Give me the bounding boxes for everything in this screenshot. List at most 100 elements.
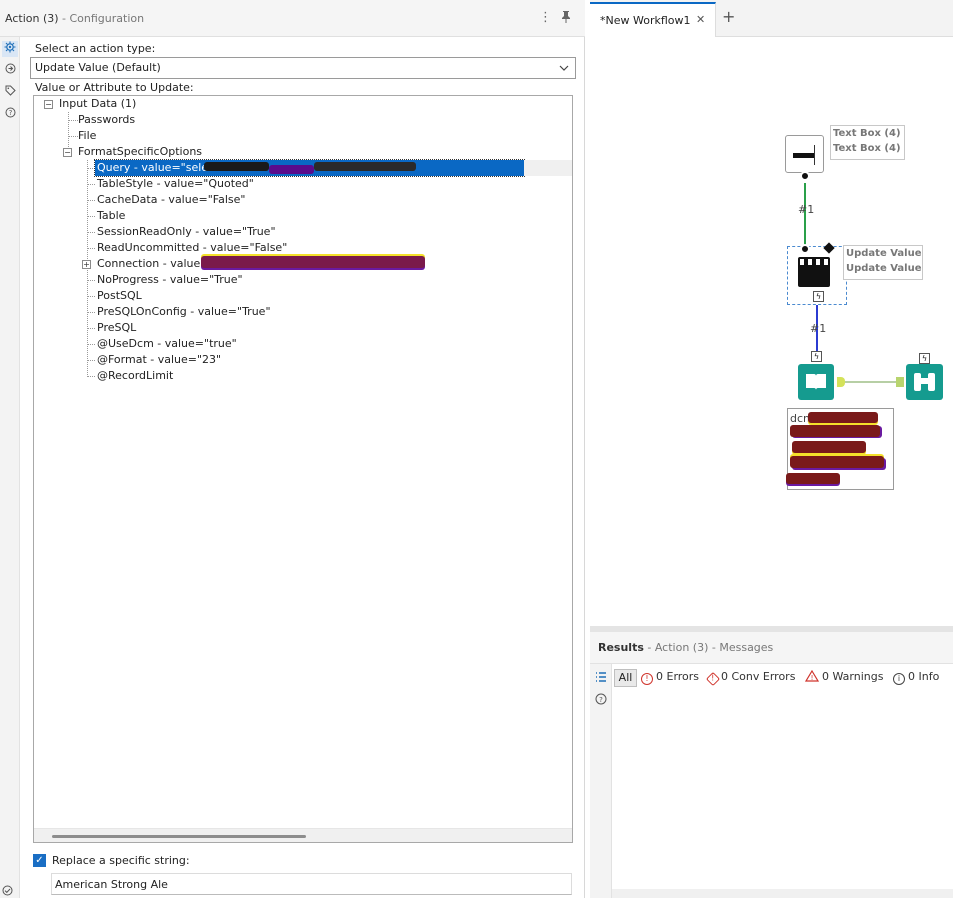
filter-info-label: 0 Info bbox=[908, 670, 940, 683]
filter-conv-errors-button[interactable]: !0 Conv Errors bbox=[705, 670, 795, 687]
input-anchor[interactable] bbox=[896, 377, 904, 387]
results-title-strong: Results bbox=[598, 641, 644, 654]
tree-line bbox=[87, 296, 95, 297]
replace-string-label: Replace a specific string: bbox=[52, 854, 190, 867]
results-header: Results - Action (3) - Messages bbox=[590, 632, 953, 664]
browse-tool[interactable] bbox=[906, 364, 943, 400]
tree-node-query-label: Query - value="selec bbox=[97, 161, 215, 174]
redaction-mark bbox=[204, 162, 269, 171]
filter-errors-button[interactable]: !0 Errors bbox=[641, 670, 699, 685]
tree-node-usedcm[interactable]: @UseDcm - value="true" bbox=[97, 337, 237, 350]
tree-node-format[interactable]: @Format - value="23" bbox=[97, 353, 222, 366]
tree-line bbox=[87, 376, 95, 377]
results-horizontal-scrollbar[interactable] bbox=[612, 889, 953, 898]
tree-node-passwords[interactable]: Passwords bbox=[78, 113, 136, 126]
tree-line bbox=[87, 168, 95, 169]
svg-text:?: ? bbox=[8, 109, 12, 117]
tree-node-tablestyle[interactable]: TableStyle - value="Quoted" bbox=[97, 177, 254, 190]
tree-node-cachedata[interactable]: CacheData - value="False" bbox=[97, 193, 246, 206]
panel-title: Action (3) - Configuration bbox=[5, 12, 144, 25]
gear-icon[interactable] bbox=[2, 41, 18, 57]
results-message-list[interactable] bbox=[612, 692, 953, 898]
lightning-anchor-icon[interactable]: ϟ bbox=[919, 353, 930, 364]
tree-line bbox=[87, 312, 95, 313]
collapse-toggle[interactable]: − bbox=[63, 148, 72, 157]
input-data-tool[interactable] bbox=[798, 364, 834, 400]
tree-line bbox=[87, 200, 95, 201]
results-filter-bar: All !0 Errors !0 Conv Errors !0 Warnings… bbox=[612, 666, 953, 690]
update-value-annotation: Update Value Update Value bbox=[843, 245, 923, 280]
navigate-icon[interactable] bbox=[2, 63, 18, 79]
action-type-label: Select an action type: bbox=[35, 42, 156, 55]
tree-node-sessionreadonly[interactable]: SessionReadOnly - value="True" bbox=[97, 225, 276, 238]
configuration-panel: Action (3) - Configuration ⋮ ? Select an… bbox=[0, 0, 585, 898]
redaction-mark bbox=[790, 456, 884, 468]
tree-line bbox=[87, 248, 95, 249]
tree-node-file[interactable]: File bbox=[78, 129, 97, 142]
redaction-mark bbox=[786, 473, 840, 484]
binoculars-icon bbox=[914, 373, 935, 391]
action-type-value: Update Value (Default) bbox=[35, 61, 161, 74]
comment-box[interactable]: dcm bbox=[786, 408, 894, 490]
help-icon[interactable]: ? bbox=[2, 107, 18, 123]
redaction-mark bbox=[269, 165, 314, 174]
tab-label: *New Workflow1 bbox=[600, 14, 691, 27]
scrollbar-thumb[interactable] bbox=[52, 835, 306, 838]
more-options-icon[interactable]: ⋮ bbox=[539, 10, 552, 25]
output-anchor[interactable] bbox=[837, 377, 845, 387]
tree-node-format-specific-options[interactable]: FormatSpecificOptions bbox=[78, 145, 203, 158]
clapperboard-icon bbox=[798, 257, 830, 287]
value-attribute-tree[interactable]: − − + Input Data (1) Passwords File Form… bbox=[33, 95, 573, 843]
tree-node-presqlonconfig[interactable]: PreSQLOnConfig - value="True" bbox=[97, 305, 271, 318]
lightning-anchor-icon[interactable]: ϟ bbox=[813, 291, 824, 302]
cursor-icon bbox=[814, 145, 815, 165]
tree-node-recordlimit[interactable]: @RecordLimit bbox=[97, 369, 174, 382]
annotation-line: Text Box (4) bbox=[833, 128, 901, 139]
action-type-select[interactable]: Update Value (Default) bbox=[30, 57, 576, 79]
collapse-toggle[interactable]: − bbox=[44, 100, 53, 109]
panel-title-sub: - Configuration bbox=[58, 12, 145, 25]
filter-all-button[interactable]: All bbox=[614, 669, 637, 687]
warning-icon: ! bbox=[804, 669, 820, 685]
close-icon[interactable]: ✕ bbox=[696, 13, 706, 26]
expand-toggle[interactable]: + bbox=[82, 260, 91, 269]
results-splitter[interactable] bbox=[590, 626, 953, 632]
pin-icon[interactable] bbox=[560, 10, 572, 28]
filter-warnings-button[interactable]: !0 Warnings bbox=[804, 669, 883, 685]
results-side-strip: ? bbox=[590, 664, 612, 898]
lightning-anchor-icon[interactable]: ϟ bbox=[811, 351, 822, 362]
output-anchor[interactable] bbox=[800, 171, 810, 181]
action-tool-selection[interactable]: ϟ bbox=[787, 242, 847, 305]
tree-node-table[interactable]: Table bbox=[97, 209, 126, 222]
tree-node-presql[interactable]: PreSQL bbox=[97, 321, 137, 334]
tree-node-postsql[interactable]: PostSQL bbox=[97, 289, 142, 302]
list-icon[interactable] bbox=[593, 670, 609, 684]
annotation-line: Update Value bbox=[846, 248, 922, 259]
configuration-header: Action (3) - Configuration ⋮ bbox=[0, 0, 585, 37]
workflow-canvas[interactable]: Text Box (4) Text Box (4) #1 ϟ Update Va… bbox=[590, 38, 953, 626]
comment-text: dcm bbox=[790, 412, 814, 425]
tree-node-noprogress[interactable]: NoProgress - value="True" bbox=[97, 273, 243, 286]
redaction-mark bbox=[808, 412, 878, 423]
tree-line bbox=[87, 360, 95, 361]
add-tab-button[interactable]: + bbox=[722, 7, 736, 26]
tree-node-readuncommitted[interactable]: ReadUncommitted - value="False" bbox=[97, 241, 288, 254]
redaction-mark bbox=[314, 162, 416, 171]
tree-horizontal-scrollbar[interactable] bbox=[34, 828, 572, 842]
tree-line bbox=[87, 328, 95, 329]
tree-line bbox=[87, 216, 95, 217]
text-box-tool[interactable] bbox=[785, 135, 824, 173]
tag-icon[interactable] bbox=[2, 85, 18, 101]
replace-string-checkbox[interactable]: ✓ bbox=[33, 854, 46, 867]
tree-node-input-data[interactable]: Input Data (1) bbox=[59, 97, 137, 110]
tree-line bbox=[87, 184, 95, 185]
tab-new-workflow[interactable]: *New Workflow1 ✕ bbox=[590, 2, 716, 37]
input-anchor[interactable] bbox=[800, 244, 810, 254]
tree-node-connection[interactable]: Connection - value= bbox=[97, 257, 210, 270]
tree-line bbox=[87, 344, 95, 345]
error-icon: ! bbox=[641, 673, 653, 685]
replace-string-input[interactable] bbox=[51, 873, 572, 895]
help-icon[interactable]: ? bbox=[595, 693, 607, 705]
canvas-connections bbox=[804, 183, 903, 383]
